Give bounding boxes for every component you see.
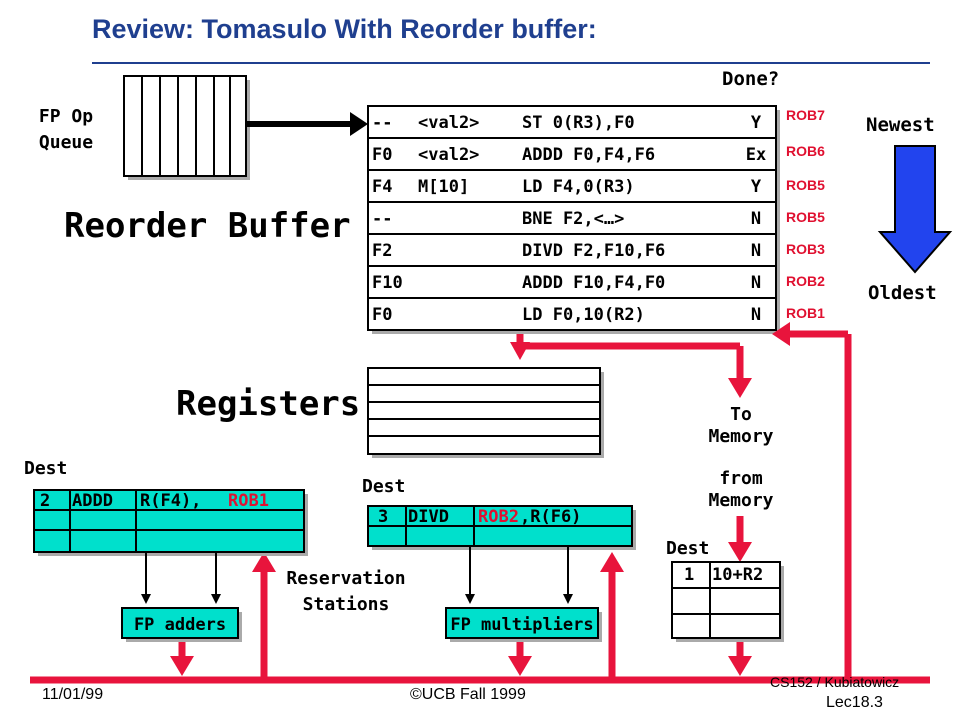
rob-row-instr: LD F4,0(R3) <box>522 177 635 197</box>
rob-row-instr: BNE F2,<…> <box>522 209 624 229</box>
rob-row-done: N <box>751 305 761 325</box>
fp-multipliers-label: FP multipliers <box>450 615 593 635</box>
registers-label: Registers <box>176 384 361 424</box>
rob-row-dest: F4 <box>372 177 392 197</box>
footer-copyright: ©UCB Fall 1999 <box>410 686 526 703</box>
rob-row-dest: F10 <box>372 273 403 293</box>
rob-row-done: N <box>751 209 761 229</box>
footer-lecture: Lec18.3 <box>826 694 883 711</box>
adder-rs-op: ADDD <box>72 491 113 511</box>
rob-row-value: <val2> <box>418 113 479 133</box>
rob-row-dest: F0 <box>372 305 392 325</box>
rob-row-value: M[10] <box>418 177 469 197</box>
rob-commit-bus <box>510 334 752 398</box>
mult-rs-operand1: ROB2 <box>478 507 519 527</box>
rob-row-tag: ROB1 <box>786 305 825 321</box>
rob-row-tag: ROB6 <box>786 143 825 159</box>
load-buffer-num: 1 <box>684 565 694 585</box>
fp-adders-label: FP adders <box>134 615 226 635</box>
page-title: Review: Tomasulo With Reorder buffer: <box>92 14 597 44</box>
done-label: Done? <box>722 68 780 90</box>
mult-rs-op: DIVD <box>408 507 449 527</box>
load-dest-label: Dest <box>666 538 710 559</box>
rob-row-done: Y <box>751 113 762 133</box>
fp-multipliers-unit <box>445 607 602 642</box>
rob-row-tag: ROB7 <box>786 107 825 123</box>
rob-row-instr: ST 0(R3),F0 <box>522 113 635 133</box>
fp-op-queue-label: FP Op Queue <box>38 106 94 153</box>
rob-row-done: Ex <box>746 145 766 165</box>
adder-dest-label: Dest <box>24 458 68 479</box>
rob-row-instr: DIVD F2,F10,F6 <box>522 241 665 261</box>
reorder-buffer-label: Reorder Buffer <box>64 206 351 246</box>
rob-row-tag: ROB2 <box>786 273 825 289</box>
adder-reservation-station <box>33 489 308 556</box>
load-buffer-addr: 10+R2 <box>712 565 763 585</box>
rob-row-instr: ADDD F10,F4,F0 <box>522 273 665 293</box>
adder-rs-num: 2 <box>40 491 50 511</box>
footer-date: 11/01/99 <box>42 686 104 703</box>
footer-course: CS152 / Kubiatowicz <box>770 674 900 690</box>
mult-rs-operand2: ,R(F6) <box>520 507 581 527</box>
mult-reservation-station <box>367 505 636 550</box>
rob-row-dest: -- <box>372 113 392 133</box>
mult-rs-num: 3 <box>378 507 388 527</box>
fp-op-queue <box>123 75 250 180</box>
register-file <box>367 367 604 458</box>
load-buffer <box>671 561 784 642</box>
adder-rs-operand1: R(F4), <box>140 491 201 511</box>
rob-row-instr: ADDD F0,F4,F6 <box>522 145 655 165</box>
rob-row-dest: -- <box>372 209 392 229</box>
reservation-stations-label: Reservation Stations <box>286 568 406 615</box>
common-data-bus <box>30 322 930 684</box>
title-underline <box>92 62 930 64</box>
rob-row-done: Y <box>751 177 762 197</box>
to-memory-label: To Memory <box>708 404 774 447</box>
rob-row-instr: LD F0,10(R2) <box>522 305 645 325</box>
mult-dest-label: Dest <box>362 476 406 497</box>
oldest-label: Oldest <box>868 282 937 304</box>
from-memory-label: from Memory <box>708 468 774 511</box>
newest-label: Newest <box>866 114 935 136</box>
age-arrow <box>877 145 953 274</box>
rob-row-tag: ROB3 <box>786 241 825 257</box>
rob-row-done: N <box>751 273 761 293</box>
rob-row-dest: F2 <box>372 241 392 261</box>
adder-rs-operand2: ROB1 <box>228 491 269 511</box>
reorder-buffer-table <box>367 105 780 334</box>
rob-row-tag: ROB5 <box>786 209 825 225</box>
rob-row-value: <val2> <box>418 145 479 165</box>
fp-adders-unit <box>121 607 242 642</box>
rob-row-tag: ROB5 <box>786 177 825 193</box>
rob-row-dest: F0 <box>372 145 392 165</box>
rob-row-done: N <box>751 241 761 261</box>
